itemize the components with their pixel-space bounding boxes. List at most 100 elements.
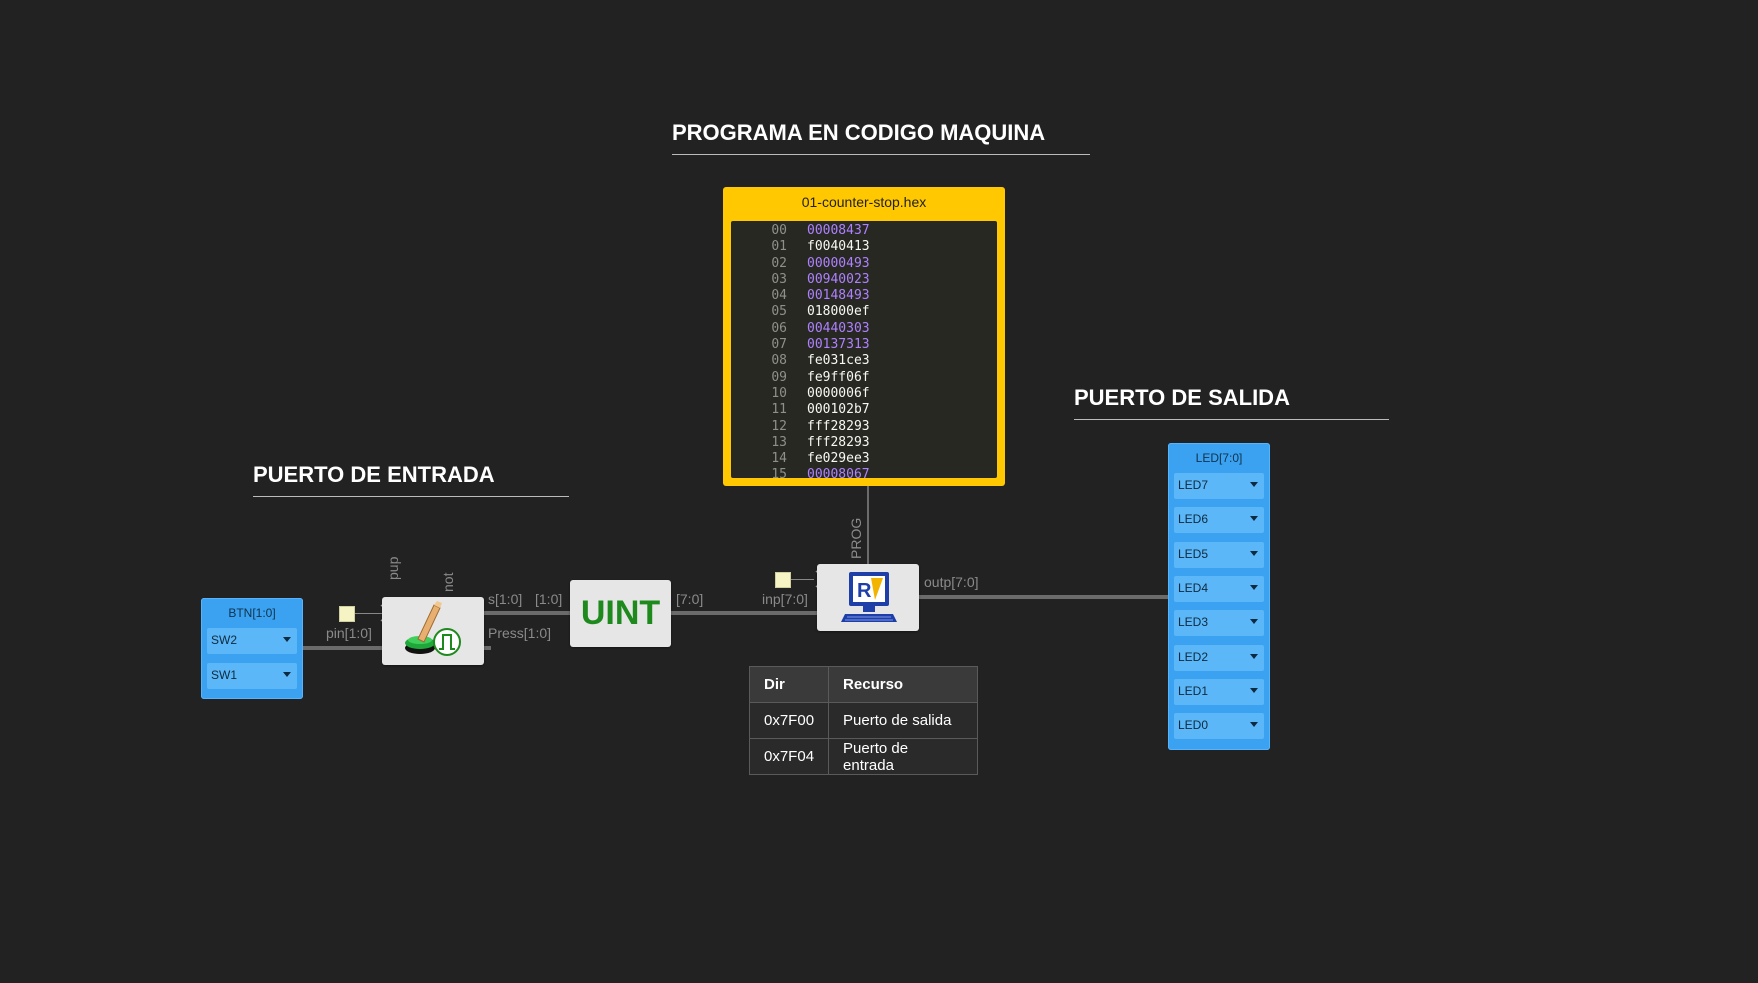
hex-value: 0000006f	[807, 385, 870, 401]
hex-value: f0040413	[807, 239, 870, 255]
led-block-title: LED[7:0]	[1195, 451, 1243, 465]
btn-block-title: BTN[1:0]	[228, 606, 276, 620]
inp-constant[interactable]	[775, 572, 791, 588]
chevron-down-icon	[1250, 584, 1258, 590]
hex-row: 05 018000ef	[731, 304, 997, 320]
hex-address: 10	[771, 385, 787, 401]
led-item-label: LED0	[1178, 718, 1209, 733]
outp-label: outp[7:0]	[924, 574, 979, 590]
inp-label: inp[7:0]	[762, 591, 808, 607]
led-item-label: LED2	[1178, 649, 1209, 664]
hex-row: 08 fe031ce3	[731, 353, 997, 369]
hex-address: 09	[771, 369, 787, 385]
hex-filename: 01-counter-stop.hex	[801, 194, 927, 210]
hex-address: 14	[771, 451, 787, 467]
hex-row: 09 fe9ff06f	[731, 370, 997, 386]
output-port-title: PUERTO DE SALIDA	[1074, 385, 1389, 420]
hex-address: 07	[771, 337, 787, 353]
button-press-icon	[405, 601, 461, 656]
svg-text:R: R	[857, 580, 872, 602]
pin-constant[interactable]	[339, 606, 355, 622]
range-10-label: [1:0]	[535, 591, 563, 607]
hex-value: fe031ce3	[807, 353, 870, 369]
not-label: not	[440, 572, 456, 592]
table-header-row: Dir Recurso	[748, 666, 979, 703]
hex-address: 05	[771, 304, 787, 320]
table-row: 0x7F04 Puerto de entrada	[748, 738, 979, 775]
pup-label: pup	[385, 556, 401, 580]
s-label: s[1:0]	[488, 591, 523, 607]
btn-input-block[interactable]: BTN[1:0] SW2 SW1	[201, 598, 303, 699]
hex-value: fe9ff06f	[807, 369, 870, 385]
hex-value: 00008067	[807, 467, 870, 478]
computer-icon: R	[841, 572, 897, 622]
hex-address: 03	[771, 271, 787, 287]
hex-address: 04	[771, 288, 787, 304]
led-item-led0[interactable]: LED0	[1174, 713, 1264, 740]
btn-item-sw1[interactable]: SW1	[207, 663, 297, 689]
wire-outp-led	[919, 595, 1169, 599]
input-port-title: PUERTO DE ENTRADA	[253, 462, 569, 497]
prog-label: PROG	[848, 517, 864, 559]
row-recurso: Puerto de entrada	[828, 738, 979, 775]
hex-value: 018000ef	[807, 304, 870, 320]
chevron-down-icon	[1250, 687, 1258, 693]
led-item-led3[interactable]: LED3	[1174, 610, 1264, 637]
header-dir: Dir	[748, 666, 830, 703]
program-title: PROGRAMA EN CODIGO MAQUINA	[672, 120, 1090, 155]
hex-row: 06 00440303	[731, 321, 997, 337]
led-item-led1[interactable]: LED1	[1174, 678, 1264, 705]
wire-const-inp	[790, 579, 814, 580]
uint-label: UINT	[580, 594, 661, 632]
led-item-label: LED7	[1178, 478, 1209, 492]
chevron-down-icon	[283, 637, 291, 642]
hex-address: 11	[771, 402, 787, 418]
hex-address: 15	[771, 467, 787, 478]
button-press-block[interactable]	[382, 597, 484, 665]
btn-item-label: SW2	[211, 633, 238, 647]
row-dir: 0x7F00	[748, 702, 830, 739]
hex-value: 00008437	[807, 223, 870, 238]
led-item-led2[interactable]: LED2	[1174, 644, 1264, 671]
pin-label: pin[1:0]	[326, 625, 372, 641]
hex-value: 00940023	[807, 271, 870, 287]
row-recurso: Puerto de salida	[828, 702, 979, 739]
header-recurso: Recurso	[828, 666, 979, 703]
chevron-down-icon	[283, 672, 291, 677]
led-item-label: LED5	[1178, 546, 1209, 561]
hex-address: 06	[771, 320, 787, 336]
led-item-led4[interactable]: LED4	[1174, 575, 1264, 602]
led-item-led7[interactable]: LED7	[1174, 473, 1264, 499]
hex-value: 00148493	[807, 288, 870, 304]
chevron-down-icon	[1250, 653, 1258, 659]
chevron-down-icon	[1250, 550, 1258, 556]
hex-address: 13	[771, 434, 787, 450]
hex-row: 03 00940023	[731, 272, 997, 288]
range-70-label: [7:0]	[676, 591, 704, 607]
hex-value: 000102b7	[807, 402, 870, 418]
led-item-led6[interactable]: LED6	[1174, 507, 1264, 534]
hex-address: 12	[771, 418, 787, 434]
hex-row: 04 00148493	[731, 288, 997, 304]
btn-item-label: SW1	[211, 668, 238, 682]
row-dir: 0x7F04	[748, 738, 830, 775]
wire-const-pin	[355, 613, 383, 614]
hex-address: 08	[771, 353, 787, 369]
wire-s-uint	[484, 611, 570, 615]
uint-block[interactable]: UINT	[570, 580, 671, 647]
riscv-processor-block[interactable]: R	[817, 564, 919, 631]
hex-row: 15 00008067	[731, 467, 997, 478]
led-item-led5[interactable]: LED5	[1174, 541, 1264, 568]
btn-item-sw2[interactable]: SW2	[207, 628, 297, 654]
hex-value: 00440303	[807, 320, 870, 336]
hex-row: 11 000102b7	[731, 402, 997, 418]
